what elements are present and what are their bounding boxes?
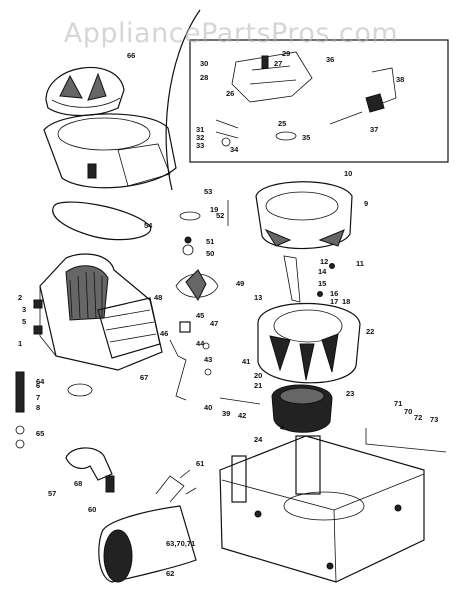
callout-64: 64 [36,377,45,386]
callout-13: 13 [254,293,262,302]
base-frame [219,435,425,583]
left-fasteners [15,371,93,449]
callout-66: 66 [127,51,135,60]
callout-18: 18 [342,297,350,306]
callout-54: 54 [144,221,153,230]
callout-73: 73 [430,415,438,424]
stator [257,302,361,384]
callout-30: 30 [200,59,208,68]
capacitor-and-fittings [65,447,197,583]
callout-1: 1 [18,339,22,348]
callout-2: 2 [18,293,22,302]
callout-4: 4 [280,423,285,432]
callout-23: 23 [346,389,354,398]
callout-14: 14 [318,267,327,276]
callout-33: 33 [196,141,204,150]
callout-35: 35 [302,133,310,142]
callout-60: 60 [88,505,96,514]
power-cord [165,9,201,191]
upper-housing [43,113,177,189]
drive-belt [52,201,152,241]
callout-43: 43 [204,355,212,364]
bracket-plate [365,428,447,453]
callout-29: 29 [282,49,290,58]
callout-72: 72 [414,413,422,422]
callout-61: 61 [196,459,204,468]
rotor [271,384,333,433]
callout-53: 53 [204,187,212,196]
callout-3: 3 [22,305,26,314]
motor-assembly [33,253,163,371]
callout-68: 68 [74,479,82,488]
callout-57: 57 [48,489,56,498]
callout-51: 51 [206,237,214,246]
callout-37: 37 [370,125,378,134]
callout-62: 62 [166,569,174,578]
callout-16: 16 [330,289,338,298]
callout-26: 26 [226,89,234,98]
callout-labels: 66 53 54 52 51 50 49 48 47 46 45 44 43 4… [18,49,438,578]
callout-52: 52 [216,211,224,220]
dome-cap [45,66,125,117]
callout-39: 39 [222,409,230,418]
callout-9: 9 [364,199,368,208]
stator-support-ring [255,181,353,250]
callout-15: 15 [318,279,326,288]
callout-71: 71 [394,399,402,408]
callout-40: 40 [204,403,212,412]
callout-63-70-71: 63,70,71 [166,539,195,548]
callout-21: 21 [254,381,262,390]
callout-5: 5 [22,317,26,326]
callout-32: 32 [196,133,204,142]
callout-28: 28 [200,73,208,82]
callout-10: 10 [344,169,352,178]
callout-67: 67 [140,373,148,382]
callout-7: 7 [36,393,40,402]
callout-20: 20 [254,371,262,380]
callout-31: 31 [196,125,204,134]
callout-38: 38 [396,75,404,84]
callout-49: 49 [236,279,244,288]
callout-47: 47 [210,319,218,328]
callout-27: 27 [274,59,282,68]
small-parts [169,200,335,405]
callout-25: 25 [278,119,286,128]
callout-46: 46 [160,329,168,338]
callout-48: 48 [154,293,162,302]
callout-42: 42 [238,411,246,420]
callout-11: 11 [356,259,364,268]
callout-6: 6 [36,381,40,390]
callout-45: 45 [196,311,204,320]
callout-70: 70 [404,407,412,416]
callout-41: 41 [242,357,250,366]
callout-24: 24 [254,435,263,444]
callout-44: 44 [196,339,205,348]
callout-50: 50 [206,249,214,258]
callout-8: 8 [36,403,40,412]
inset-detail-box [189,39,449,163]
callout-65: 65 [36,429,44,438]
callout-36: 36 [326,55,334,64]
callout-19: 19 [210,205,218,214]
callout-34: 34 [230,145,239,154]
callout-22: 22 [366,327,374,336]
callout-12: 12 [320,257,328,266]
callout-17: 17 [330,297,338,306]
